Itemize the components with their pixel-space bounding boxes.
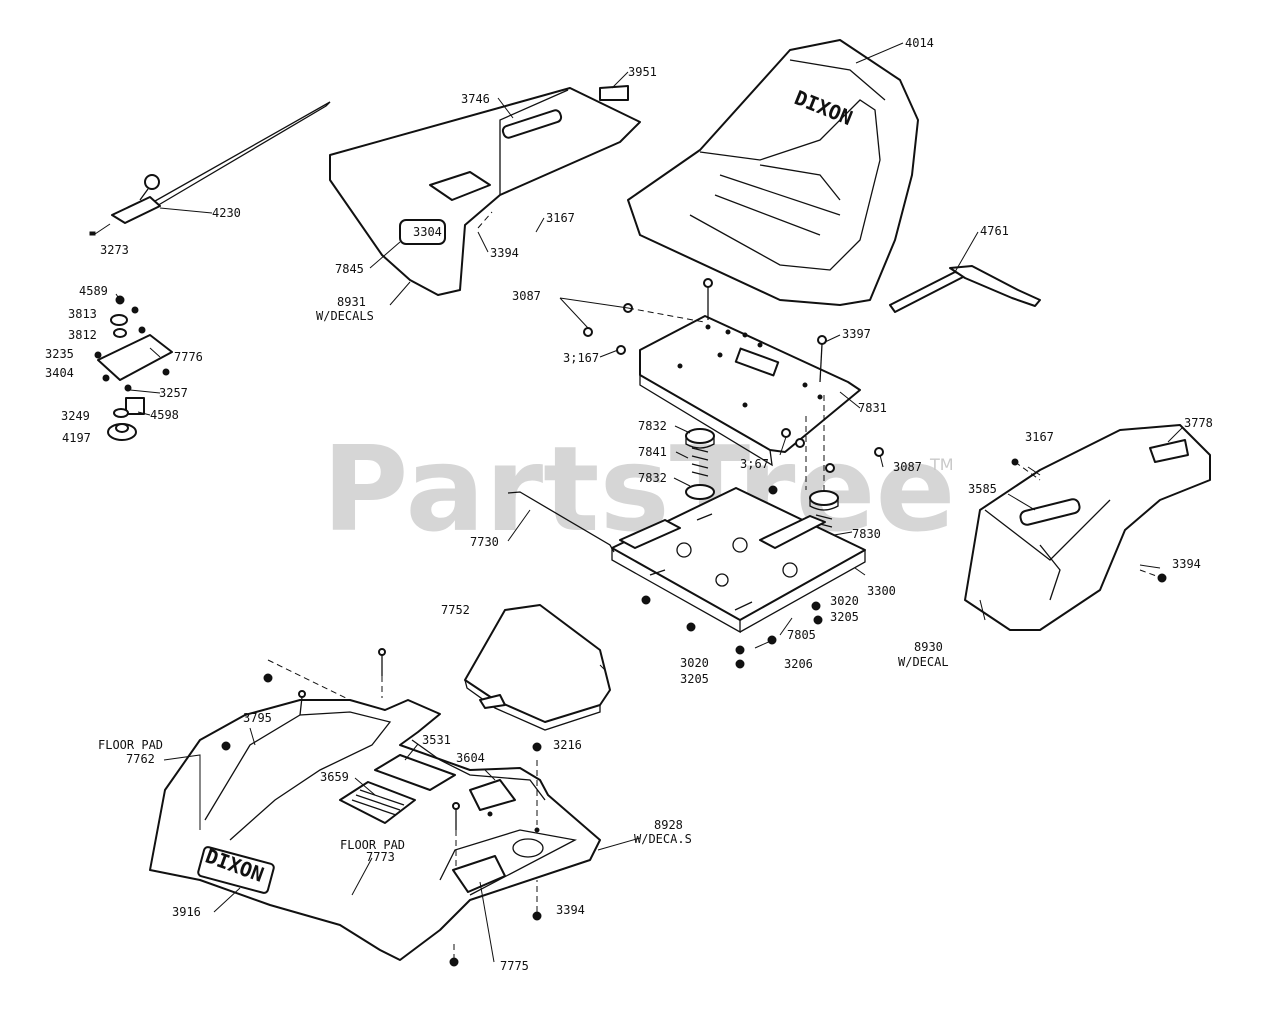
- label-3167-c: 3;67: [740, 457, 769, 471]
- label-3205-b: 3205: [680, 672, 709, 686]
- label-3394-c: 3394: [556, 903, 585, 917]
- seat-base-plate: [611, 487, 866, 634]
- upper-console: 3304: [329, 85, 641, 296]
- label-4230: 4230: [212, 206, 241, 220]
- label-7841: 7841: [638, 445, 667, 459]
- label-3404: 3404: [45, 366, 74, 380]
- label-7805: 7805: [787, 628, 816, 642]
- label-3020-b: 3020: [680, 656, 709, 670]
- label-4598: 4598: [150, 408, 179, 422]
- label-3394-a: 3394: [490, 246, 519, 260]
- label-3087-a: 3087: [512, 289, 541, 303]
- label-3916: 3916: [172, 905, 201, 919]
- label-3604: 3604: [456, 751, 485, 765]
- label-7832-b: 7832: [638, 471, 667, 485]
- label-8928-decals: W/DECA.S: [634, 832, 692, 846]
- label-7773: 7773: [366, 850, 395, 864]
- label-8931: 8931: [337, 295, 366, 309]
- label-3273: 3273: [100, 243, 129, 257]
- floor-pad-7752: [464, 604, 611, 731]
- label-floor-pad-1: FLOOR PAD: [98, 738, 163, 752]
- label-8931-decals: W/DECALS: [316, 309, 374, 323]
- label-3795: 3795: [243, 711, 272, 725]
- assembly-lines: [267, 211, 1163, 960]
- label-4014: 4014: [905, 36, 934, 50]
- label-3206: 3206: [784, 657, 813, 671]
- label-3167-d: 3167: [1025, 430, 1054, 444]
- label-4197: 4197: [62, 431, 91, 445]
- label-7730: 7730: [470, 535, 499, 549]
- label-3020-a: 3020: [830, 594, 859, 608]
- label-7831: 7831: [858, 401, 887, 415]
- label-4589: 4589: [79, 284, 108, 298]
- lower-fender: DIXON: [149, 699, 601, 961]
- label-7776: 7776: [174, 350, 203, 364]
- right-fender: [964, 424, 1211, 631]
- label-3249: 3249: [61, 409, 90, 423]
- label-3585: 3585: [968, 482, 997, 496]
- label-3167-a: 3167: [546, 211, 575, 225]
- label-3216: 3216: [553, 738, 582, 752]
- label-3812: 3812: [68, 328, 97, 342]
- label-3951: 3951: [628, 65, 657, 79]
- label-3235: 3235: [45, 347, 74, 361]
- label-3087-b: 3087: [893, 460, 922, 474]
- label-3746: 3746: [461, 92, 490, 106]
- label-7775: 7775: [500, 959, 529, 973]
- base-plate-nuts: [641, 485, 823, 669]
- label-3257: 3257: [159, 386, 188, 400]
- label-7832-a: 7832: [638, 419, 667, 433]
- seat-pan: [639, 315, 861, 467]
- part-labels: 4014 3951 3746 4230 3273 3167 3394 7845 …: [45, 36, 1213, 973]
- label-3300: 3300: [867, 584, 896, 598]
- label-7845: 7845: [335, 262, 364, 276]
- label-3394-b: 3394: [1172, 557, 1201, 571]
- label-3531: 3531: [422, 733, 451, 747]
- label-3778: 3778: [1184, 416, 1213, 430]
- throttle-control: [89, 101, 331, 236]
- label-7762: 7762: [126, 752, 155, 766]
- label-floor-pad-2: FLOOR PAD: [340, 838, 405, 852]
- label-4761: 4761: [980, 224, 1009, 238]
- label-3397: 3397: [842, 327, 871, 341]
- seat-adjust-lever: [889, 265, 1041, 313]
- label-3659: 3659: [320, 770, 349, 784]
- watermark-tm: TM: [929, 455, 954, 474]
- seat: DIXON: [627, 39, 919, 306]
- label-3205-a: 3205: [830, 610, 859, 624]
- label-8930-decal: W/DECAL: [898, 655, 949, 669]
- label-7752: 7752: [441, 603, 470, 617]
- lower-fender-hardware: [221, 648, 542, 967]
- leader-lines: [115, 42, 1183, 963]
- label-8930: 8930: [914, 640, 943, 654]
- label-7830: 7830: [852, 527, 881, 541]
- decal-3304: 3304: [413, 225, 442, 239]
- label-3813: 3813: [68, 307, 97, 321]
- label-8928: 8928: [654, 818, 683, 832]
- label-3167-b: 3;167: [563, 351, 599, 365]
